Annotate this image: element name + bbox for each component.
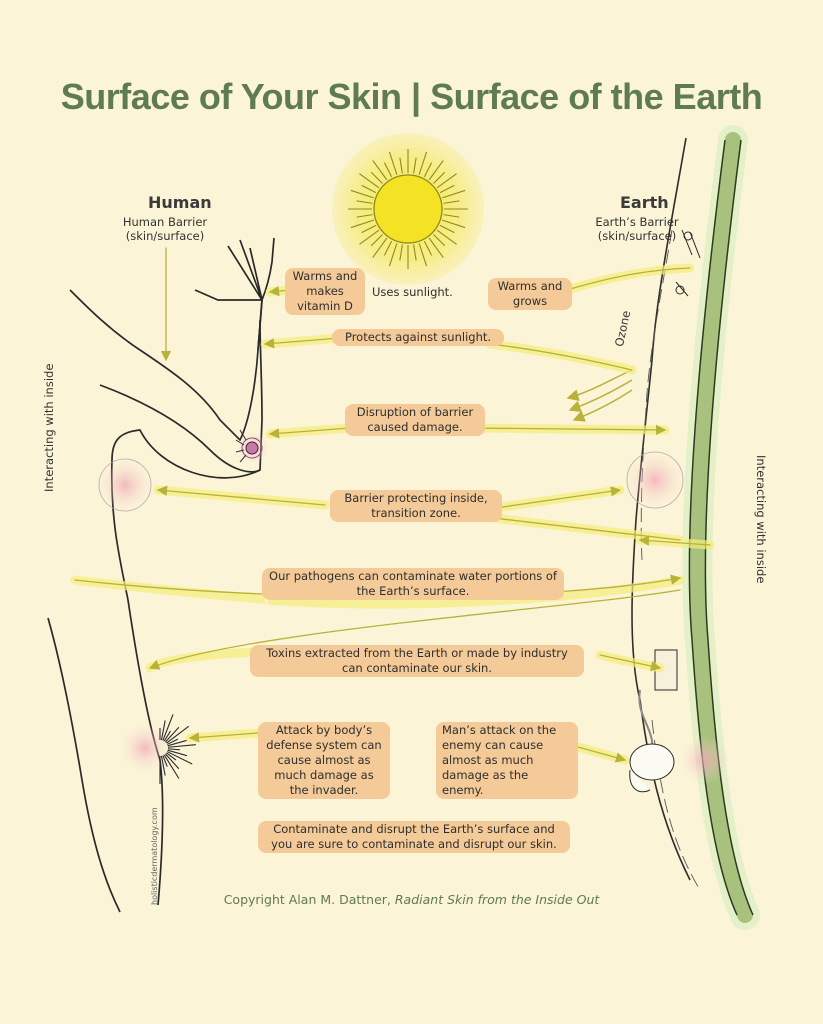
copyright: Copyright Alan M. Dattner, Radiant Skin … [0,892,823,907]
human-heading: Human [148,193,212,212]
label-conclusion: Contaminate and disrupt the Earth’s surf… [258,821,570,853]
human-arm-drawing [47,237,275,913]
label-barrier-zone: Barrier protecting inside, transition zo… [330,490,502,522]
explosion-icon [629,743,675,793]
label-pathogens: Our pathogens can contaminate water port… [262,568,564,600]
label-attack-man: Man’s attack on the enemy can cause almo… [436,722,578,799]
human-barrier-label: Human Barrier (skin/surface) [122,215,208,243]
label-attack-body: Attack by body’s defense system can caus… [258,722,390,799]
plant-icon [675,229,701,297]
watermark: holisticdermatology.com [150,807,159,905]
earth-barrier-label: Earth’s Barrier (skin/surface) [595,215,679,243]
copyright-prefix: Copyright Alan M. Dattner, [223,892,395,907]
book-title: Radiant Skin from the Inside Out [394,892,600,907]
earth-heading: Earth [620,193,669,212]
ozone-waves [566,369,633,422]
label-toxins: Toxins extracted from the Earth or made … [250,645,584,677]
page-title: Surface of Your Skin | Surface of the Ea… [60,76,763,117]
label-warms-grows: Warms and grows [488,278,572,310]
earth-side-label: Interacting with inside [754,455,768,584]
earth-surface-band [682,125,760,930]
sun-icon [332,133,484,285]
immune-attack-icon [159,714,196,784]
label-disruption: Disruption of barrier caused damage. [345,404,485,436]
skin-reaction-icon [235,429,263,463]
human-side-label: Interacting with inside [42,363,56,492]
label-warms-vitamin-d: Warms and makes vitamin D [285,268,365,315]
sun-label: Uses sunlight. [372,285,453,299]
label-protects: Protects against sunlight. [332,329,504,346]
